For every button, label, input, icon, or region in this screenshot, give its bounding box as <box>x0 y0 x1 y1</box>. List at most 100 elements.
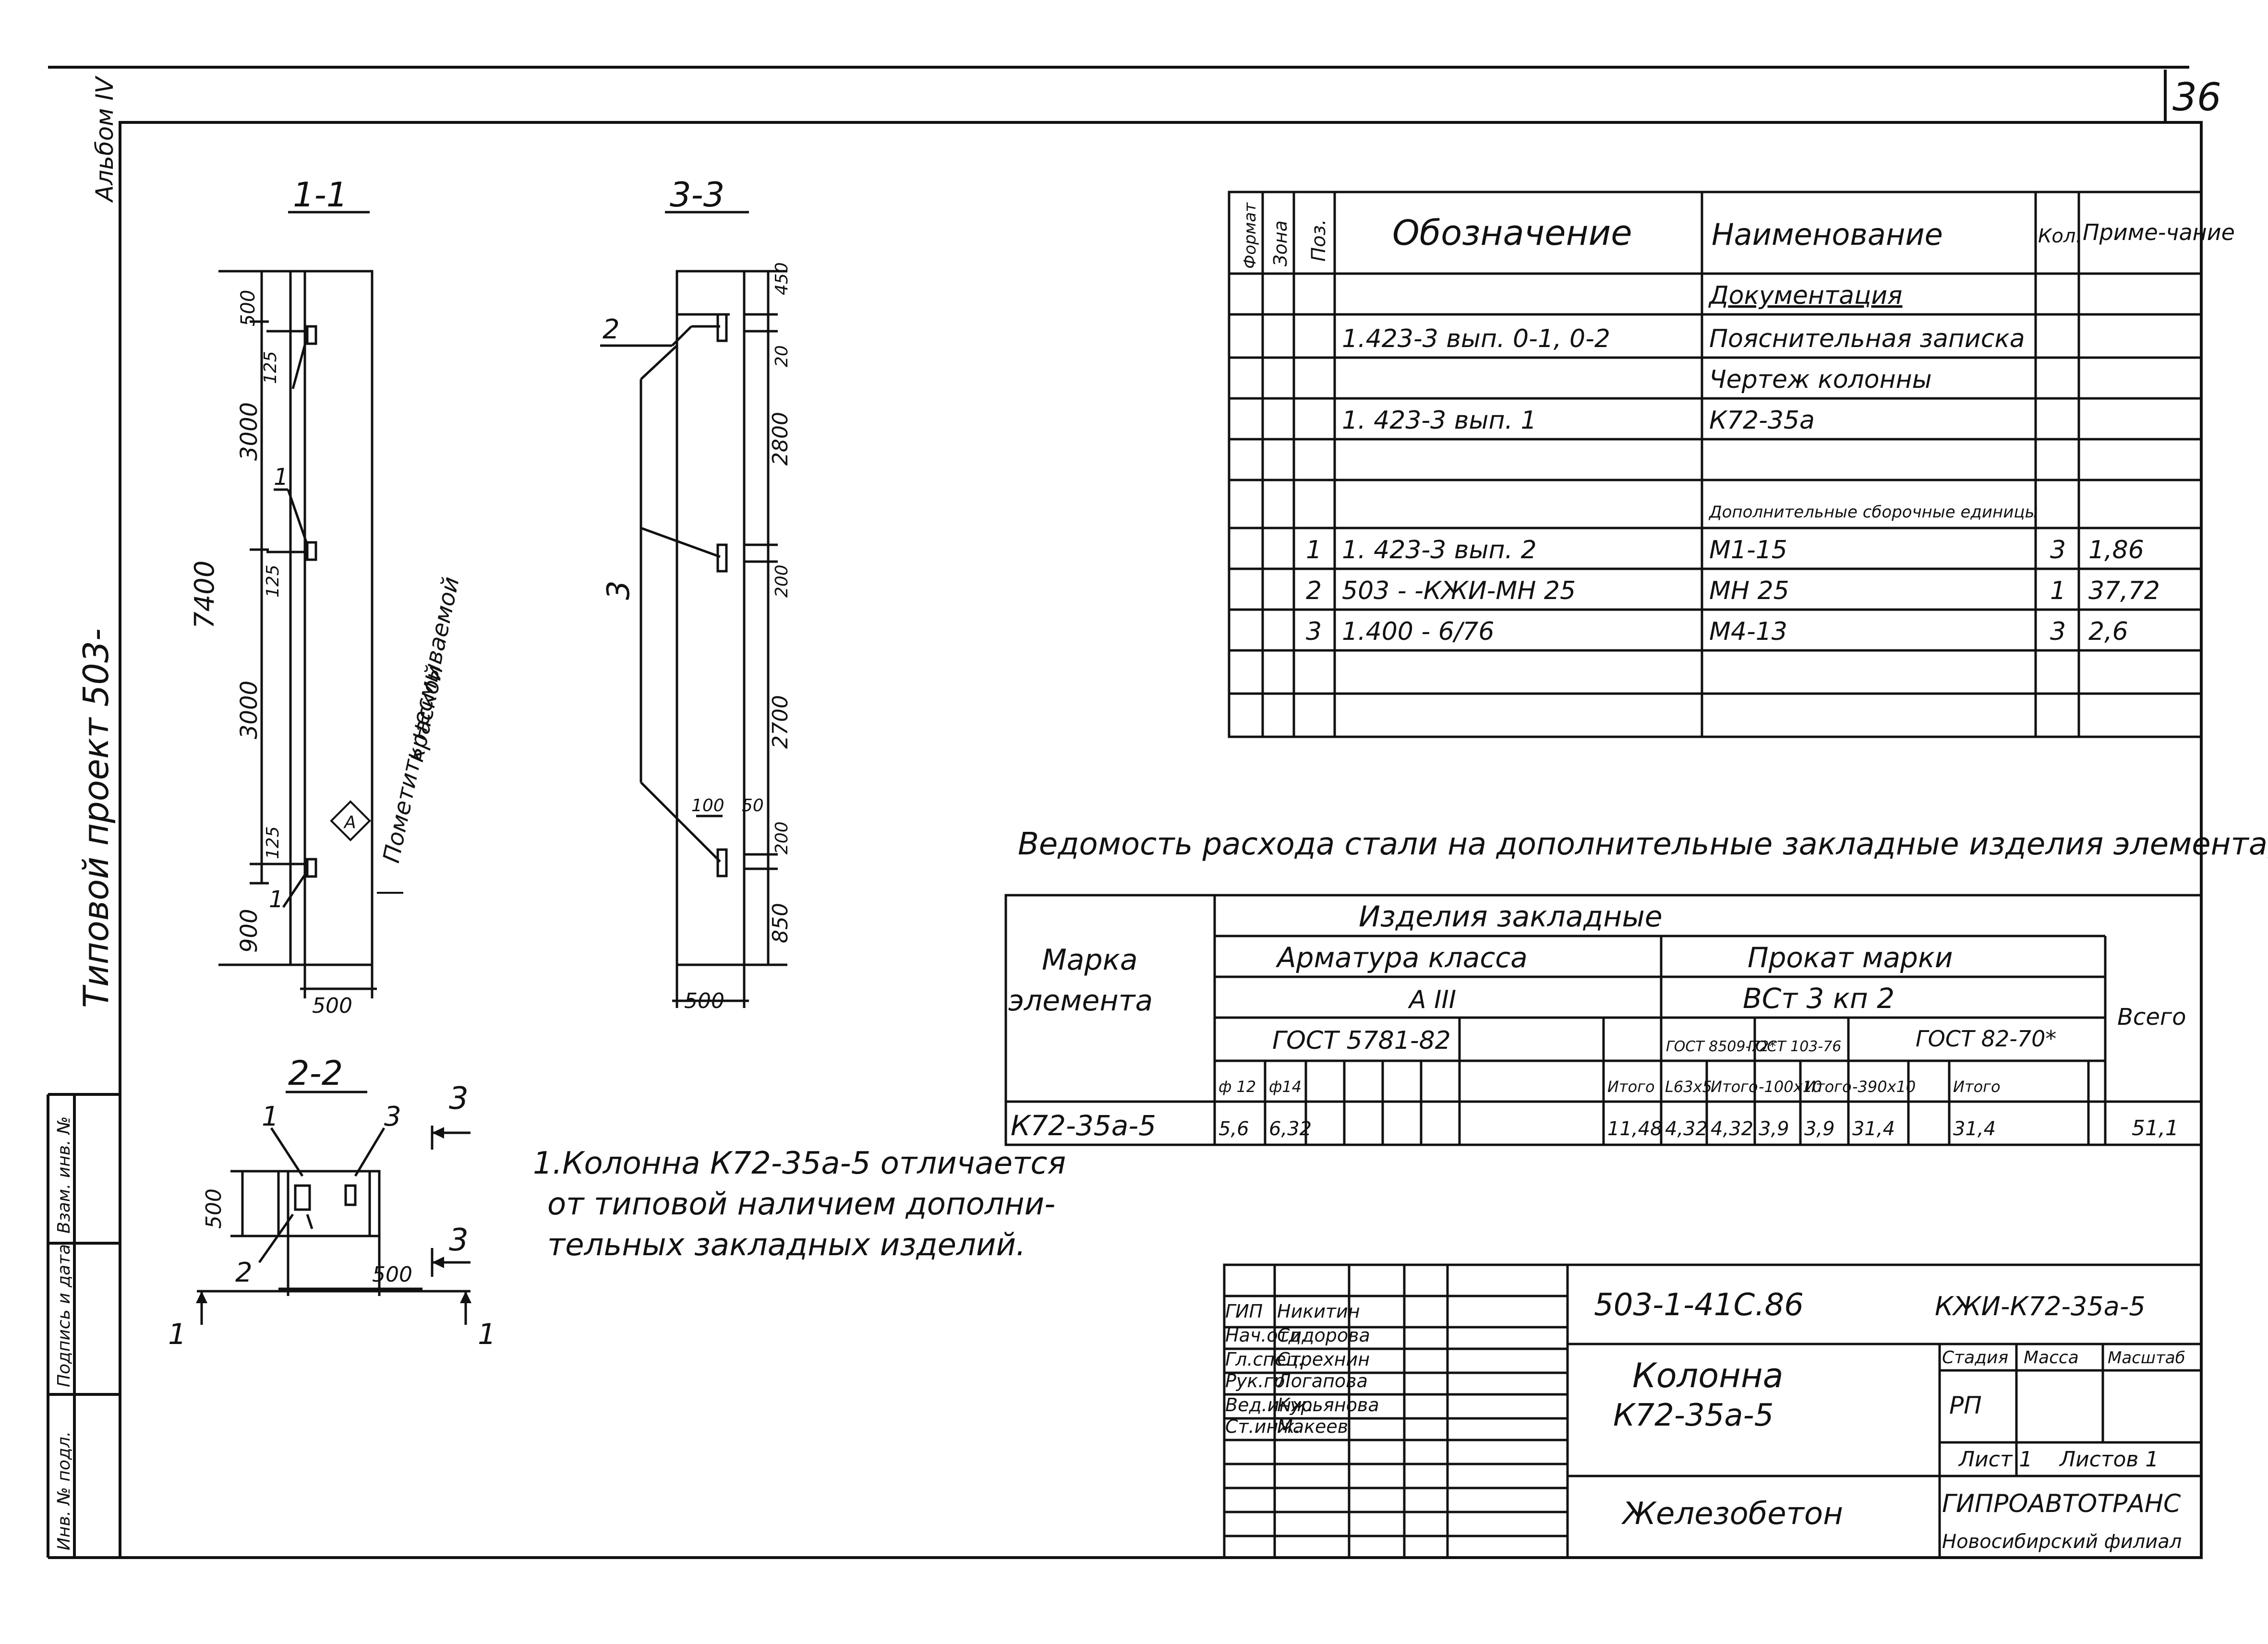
stamp-role: Нач.отд. <box>1225 1325 1307 1346</box>
steel-header-gost: ГОСТ 8509-72* <box>1666 1038 1776 1055</box>
spec-row-name: М4-13 <box>1709 617 1787 646</box>
steel-header-gost: ГОСТ 103-76 <box>1748 1038 1841 1055</box>
dim-label: 125 <box>263 564 283 598</box>
section-cut-label: 3 <box>449 1081 469 1116</box>
section-title: 3-3 <box>670 175 724 215</box>
spec-row-designation: 503 - -КЖИ-МН 25 <box>1342 576 1576 605</box>
section-title: 2-2 <box>288 1054 343 1093</box>
steel-row-total: 51,1 <box>2132 1116 2179 1140</box>
steel-cell: 3,9 <box>1759 1118 1789 1140</box>
spec-row-note: 37,72 <box>2088 576 2160 605</box>
project-label: Типовой проект 503- <box>76 628 116 1008</box>
steel-header-mark: элемента <box>1008 984 1153 1018</box>
stamp-sheets: Листов 1 <box>2059 1447 2159 1472</box>
dim-label: 125 <box>263 826 283 859</box>
marker-diamond <box>330 800 371 841</box>
spec-row-note: 1,86 <box>2088 536 2144 564</box>
dim-label: 125 <box>261 351 280 384</box>
steel-col-lines <box>1264 1018 2090 1145</box>
dim-label: 900 <box>236 909 263 953</box>
section-1-1: 1-1 500 1 <box>189 175 465 1018</box>
arrow-head <box>460 1291 471 1303</box>
arrow-head <box>196 1291 207 1303</box>
stamp-mass-header: Масса <box>2024 1348 2079 1368</box>
section-3-3: 3-3 45 <box>600 175 793 1013</box>
steel-col-header: Итого <box>1953 1078 2001 1096</box>
stamp-name: Никитин <box>1277 1301 1360 1322</box>
stamp-stage: РП <box>1949 1392 1982 1419</box>
dim-label: 20 <box>772 345 792 367</box>
side-stamp-cell: Инв. № подл. <box>54 1431 74 1550</box>
spec-row-name: Пояснительная записка <box>1709 324 2025 353</box>
steel-header-class: А III <box>1408 985 1456 1014</box>
arrow-head <box>432 1257 444 1268</box>
steel-col-header: Итого <box>1804 1078 1852 1096</box>
stamp-material: Железобетон <box>1621 1496 1843 1532</box>
spec-header-qty: Кол. <box>2038 225 2082 247</box>
dim-label: 1 <box>269 886 284 913</box>
dim-label: 3000 <box>236 681 263 739</box>
dim-label: 1 <box>274 464 289 491</box>
marker-letter: А <box>343 813 356 832</box>
dim-label: 100 <box>691 796 724 816</box>
dim-label: 500 <box>372 1262 412 1287</box>
steel-cell: 4,32 <box>1711 1118 1753 1140</box>
steel-header-gost: ГОСТ 82-70* <box>1916 1026 2056 1052</box>
steel-header-mark: Марка <box>1042 943 1138 977</box>
dim-label: 50 <box>742 796 764 816</box>
stamp-role: Гл.спец. <box>1225 1349 1304 1370</box>
spec-table: Формат Зона Поз. Обозначение Наименовани… <box>1228 191 2235 738</box>
steel-cell: 5,6 <box>1218 1118 1249 1140</box>
spec-row-name: МН 25 <box>1709 576 1789 605</box>
arrow-head <box>432 1127 444 1139</box>
steel-cell: 11,48 <box>1607 1118 1663 1140</box>
side-stamp: Инв. № подл. Подпись и дата Взам. инв. № <box>54 1116 74 1550</box>
stamp-people: ГИП НикитинНач.отд.СидороваГл.спец.Стрехн… <box>1225 1301 1379 1437</box>
stamp-name: Стрехнин <box>1277 1349 1370 1370</box>
spec-row-name: Документация <box>1708 281 1902 310</box>
stamp-sheet: Лист 1 <box>1958 1447 2032 1472</box>
dim-label: 450 <box>772 262 792 295</box>
note-line: тельных закладных изделий. <box>547 1227 1025 1263</box>
steel-col-header: -100х10 <box>1759 1078 1822 1096</box>
dim-label: 200 <box>772 821 792 854</box>
spec-row-name: Чертеж колонны <box>1709 365 1932 394</box>
general-note: 1.Колонна К72-35а-5 отличается от типово… <box>533 1146 1066 1263</box>
spec-row-qty: 3 <box>2050 536 2066 564</box>
stamp-code: 503-1-41С.86 <box>1594 1287 1804 1323</box>
callout-label: 2 <box>235 1257 253 1288</box>
spec-row-designation: 1. 423-3 вып. 2 <box>1342 536 1537 564</box>
sheet-frame <box>47 66 2203 1559</box>
dim-label: 7400 <box>189 560 220 629</box>
stamp-stage-header: Стадия <box>1942 1348 2008 1368</box>
sheet-number: 36 <box>2172 75 2221 120</box>
spec-header-name: Наименование <box>1712 217 1943 252</box>
stamp-role: ГИП <box>1225 1301 1263 1322</box>
stamp-role: Ст.инж. <box>1225 1416 1301 1437</box>
dim-label: 500 <box>202 1188 226 1229</box>
steel-header-items: Изделия закладные <box>1359 900 1663 934</box>
stamp-name: Курьянова <box>1277 1394 1379 1416</box>
spec-row-designation: 1.400 - 6/76 <box>1342 617 1494 646</box>
stamp-sheet-code: КЖИ-К72-35а-5 <box>1935 1291 2146 1321</box>
spec-row-pos: 3 <box>1306 617 1322 646</box>
steel-cell: 4,32 <box>1665 1118 1708 1140</box>
note-line: от типовой наличием дополни- <box>547 1187 1055 1222</box>
stamp-org: ГИПРОАВТОТРАНС <box>1942 1489 2181 1518</box>
steel-header-rolled: Прокат марки <box>1748 941 1953 974</box>
stamp-name: Логапова <box>1276 1370 1368 1392</box>
callout-label: 3 <box>384 1101 401 1132</box>
spec-row-name: К72-35а <box>1709 406 1815 435</box>
steel-header-grade: ВСт 3 кп 2 <box>1743 982 1894 1015</box>
spec-header-zone: Зона <box>1270 220 1291 266</box>
spec-row-note: 2,6 <box>2088 617 2128 646</box>
section-cut-label: 1 <box>168 1318 186 1351</box>
steel-col-header: Итого <box>1607 1078 1655 1096</box>
steel-cell: 3,9 <box>1804 1118 1835 1140</box>
spec-header-designation: Обозначение <box>1392 213 1632 253</box>
steel-col-header: Итого <box>1711 1078 1758 1096</box>
steel-col-header: L63х5 <box>1665 1078 1712 1096</box>
spec-header-format: Формат <box>1241 202 1260 269</box>
steel-table: Ведомость расхода стали на дополнительны… <box>1004 827 2268 1146</box>
stamp-name: Сидорова <box>1277 1325 1370 1346</box>
